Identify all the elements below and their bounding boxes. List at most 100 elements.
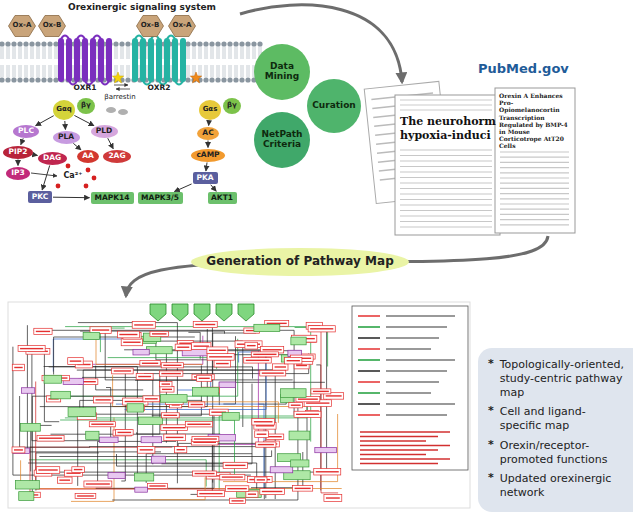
lipid-tail [195, 47, 196, 60]
map-box-text [163, 415, 177, 416]
membrane [0, 41, 263, 82]
map-box [223, 462, 247, 468]
map-box-text [268, 436, 282, 437]
text-line [500, 214, 569, 215]
lipid-head [11, 41, 16, 46]
node-text: IP3 [11, 169, 25, 177]
lipid-tail [3, 47, 4, 60]
messenger-oval: cAMP [191, 149, 225, 162]
lipid-tail [237, 65, 238, 78]
map-box [255, 477, 267, 483]
map-box [254, 324, 280, 331]
map-box [164, 434, 186, 441]
lipid-tail [3, 65, 4, 78]
map-box [68, 358, 84, 365]
bullet-mark: * [488, 439, 494, 452]
lipid-tail [147, 47, 148, 60]
receptor-oxr1 [58, 36, 112, 85]
dimer-arrow [114, 85, 128, 86]
map-line [108, 358, 217, 369]
feature-panel: *Topologically-oriented, study-centric p… [478, 348, 633, 512]
legend-sample [358, 337, 380, 339]
map-box [121, 339, 142, 346]
legend-note-line [360, 440, 426, 442]
bullet-mark: * [488, 358, 494, 371]
arrestin-symbol [106, 107, 116, 113]
lipid-tail [19, 65, 20, 78]
kinase-box: AKT1 [208, 192, 237, 204]
legend-text-line [386, 337, 439, 339]
signal-arrow [211, 185, 217, 191]
map-box [289, 403, 303, 408]
node-text: PIP2 [8, 148, 27, 156]
map-box-text [194, 438, 217, 439]
text-line [500, 183, 569, 184]
legend-note-line [360, 431, 450, 433]
enzyme-oval: AC [197, 127, 219, 140]
receptor-helix [58, 38, 64, 82]
legend-sample [358, 381, 380, 383]
lipid-head [5, 77, 10, 82]
node-text: Gαq [56, 106, 72, 114]
map-box [12, 364, 24, 370]
messenger-oval: PIP2 [3, 146, 33, 159]
map-box [197, 491, 224, 497]
map-box-text [161, 373, 181, 374]
legend-sample [358, 403, 380, 405]
bullet-mark: * [488, 405, 494, 418]
map-box-text [140, 449, 153, 450]
lipid-head [245, 41, 250, 46]
lipid-tail [199, 47, 200, 60]
map-box [84, 481, 112, 487]
map-box [220, 474, 245, 480]
paper-title: hypoxia-induci [400, 130, 491, 143]
lipid-tail [33, 47, 34, 60]
lipid-tail [193, 65, 194, 78]
lipid-tail [37, 65, 38, 78]
lipid-tail [51, 47, 52, 60]
lipid-tail [217, 47, 218, 60]
lipid-tail [45, 47, 46, 60]
map-box-text [257, 479, 265, 480]
receptor-helix [172, 38, 178, 82]
text-line [400, 155, 492, 156]
lipid-head [125, 41, 130, 46]
map-box [315, 447, 337, 452]
lipid-tail [207, 47, 208, 60]
text-line [500, 188, 569, 189]
map-box [127, 404, 144, 412]
map-line [191, 351, 258, 445]
map-box [222, 413, 239, 421]
map-line [146, 454, 252, 483]
receptor-name: OXR2 [148, 84, 171, 93]
lipid-head [0, 77, 5, 82]
lipid-tail [219, 47, 220, 60]
map-line [112, 408, 298, 500]
map-line [124, 350, 266, 498]
map-box [273, 364, 288, 370]
map-box-text [222, 476, 243, 477]
lipid-tail [213, 47, 214, 60]
lipid-head [53, 41, 58, 46]
lipid-head [119, 41, 124, 46]
lipid-tail [211, 65, 212, 78]
signal-arrow [73, 143, 81, 150]
map-box [214, 360, 231, 367]
lipid-head [113, 41, 118, 46]
map-box [189, 402, 205, 407]
map-box [193, 321, 217, 327]
lipid-head [251, 41, 256, 46]
lipid-tail [213, 65, 214, 78]
map-box-text [163, 365, 181, 366]
map-box [133, 349, 149, 355]
map-box-text [247, 345, 256, 346]
lipid-tail [171, 47, 172, 60]
calcium-dot [66, 164, 71, 169]
map-box-text [267, 323, 287, 324]
map-box [291, 337, 306, 345]
lipid-tail [207, 65, 208, 78]
star-symbol [190, 72, 201, 83]
lipid-tail [199, 65, 200, 78]
legend-note-line [360, 436, 438, 438]
lipid-head [47, 77, 52, 82]
